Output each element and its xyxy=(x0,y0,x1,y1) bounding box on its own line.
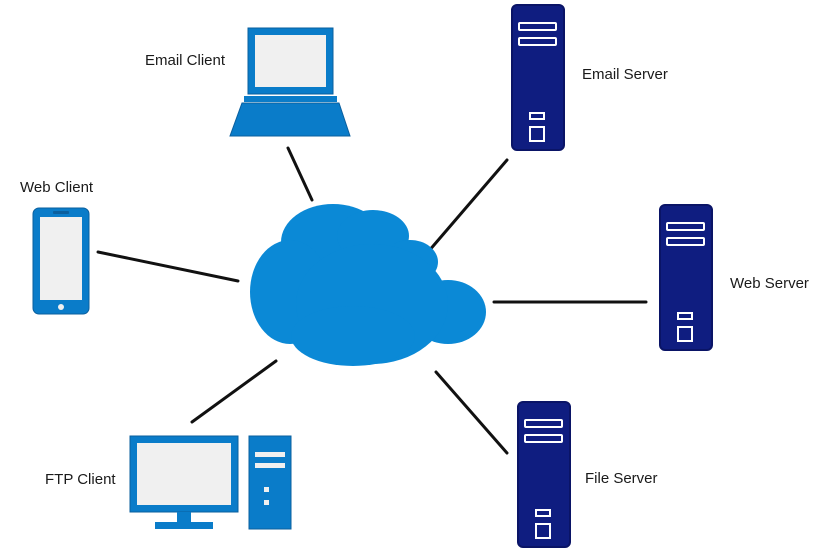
email-server-node: Email Server xyxy=(511,4,668,151)
connections xyxy=(96,146,648,455)
server-icon xyxy=(511,4,565,151)
web-server-label: Web Server xyxy=(730,275,809,292)
server-icon xyxy=(517,401,571,548)
link-web-client xyxy=(96,250,240,283)
web-client-node: Web Client xyxy=(20,179,94,315)
cloud-icon xyxy=(250,204,486,366)
email-server-label: Email Server xyxy=(582,66,668,83)
web-server-node: Web Server xyxy=(659,204,809,351)
web-client-label: Web Client xyxy=(20,179,94,196)
email-client-node: Email Client xyxy=(145,27,351,137)
smartphone-icon xyxy=(32,207,90,315)
link-email-client xyxy=(286,146,314,202)
link-email-server xyxy=(426,158,509,254)
ftp-client-node: FTP Client xyxy=(45,435,292,530)
link-ftp-client xyxy=(190,359,278,424)
laptop-icon xyxy=(229,27,351,137)
file-server-node: File Server xyxy=(517,401,658,548)
server-icon xyxy=(659,204,713,351)
link-file-server xyxy=(434,370,509,455)
email-client-label: Email Client xyxy=(145,52,226,69)
desktop-computer-icon xyxy=(129,435,292,530)
ftp-client-label: FTP Client xyxy=(45,471,116,488)
file-server-label: File Server xyxy=(585,470,658,487)
